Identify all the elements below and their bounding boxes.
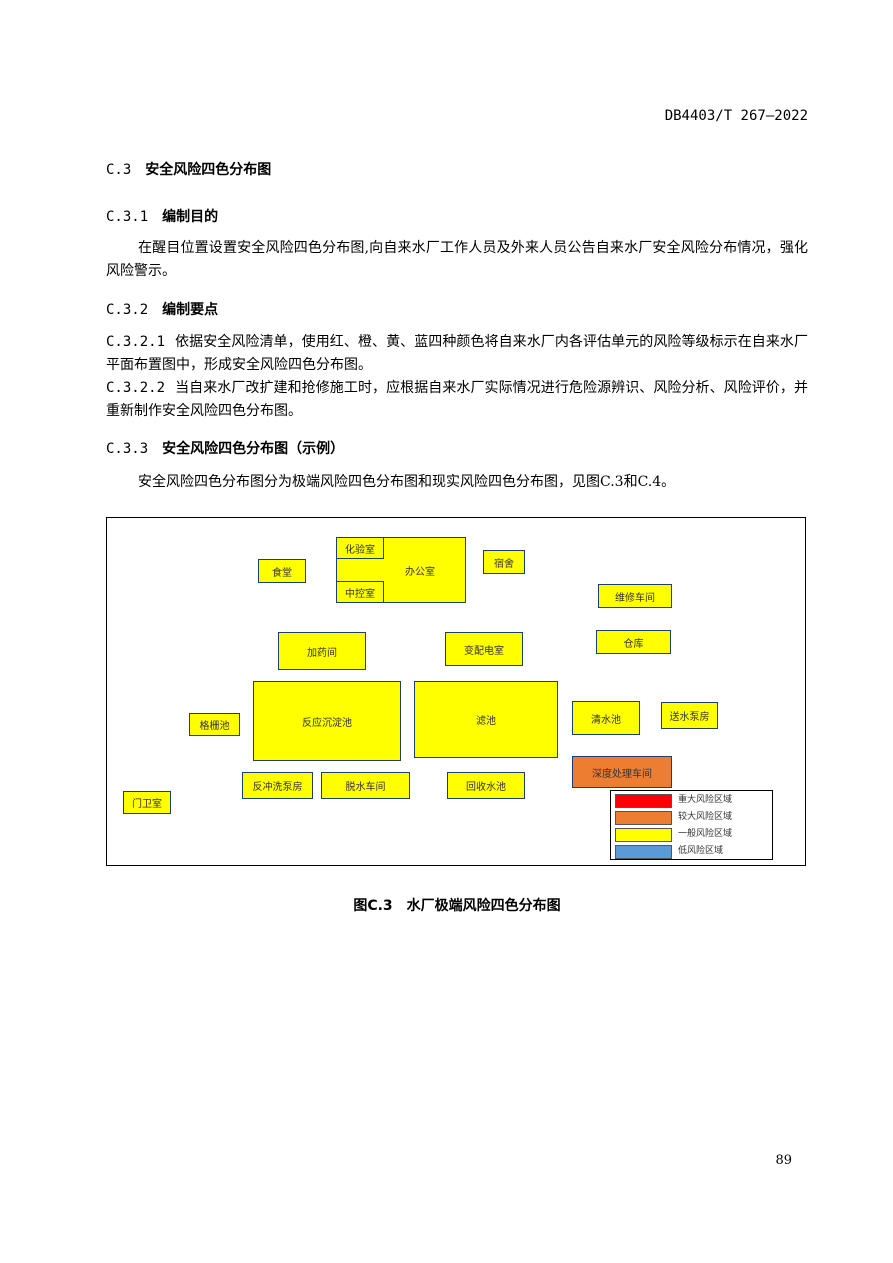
canteen-room: 食堂 xyxy=(258,559,306,583)
section-c31-heading: C.3.1 编制目的 xyxy=(106,206,218,226)
section-number: C.3.1 xyxy=(106,209,149,225)
reaction-tank: 反应沉淀池 xyxy=(253,681,401,761)
room-label: 反冲洗泵房 xyxy=(252,782,303,793)
legend-item-low: 低风险区域 xyxy=(615,845,770,859)
section-c33-heading: C.3.3 安全风险四色分布图（示例） xyxy=(106,438,344,458)
backwash-pumphouse: 反冲洗泵房 xyxy=(242,772,313,799)
section-c32-heading: C.3.2 编制要点 xyxy=(106,299,218,319)
room-label: 食堂 xyxy=(272,567,292,579)
risk-legend: 重大风险区域 较大风险区域 一般风险区域 低风险区域 xyxy=(610,790,773,860)
lab-room: 化验室 xyxy=(336,537,384,559)
section-number: C.3 xyxy=(106,162,132,178)
pumphouse-room: 送水泵房 xyxy=(661,702,718,729)
room-label: 宿舍 xyxy=(494,558,514,570)
figure-caption: 图C.3 水厂极端风险四色分布图 xyxy=(353,898,561,914)
dorm-room: 宿舍 xyxy=(483,550,525,574)
room-label: 仓库 xyxy=(623,638,644,650)
room-label: 反应沉淀池 xyxy=(302,717,352,729)
room-label: 回收水池 xyxy=(466,782,506,793)
deep-treatment-room: 深度处理车间 xyxy=(572,756,672,788)
control-room: 中控室 xyxy=(336,581,384,603)
room-label: 中控室 xyxy=(345,588,375,600)
gate-room: 门卫室 xyxy=(123,791,171,814)
legend-swatch xyxy=(615,828,672,842)
clause-number: C.3.2.2 xyxy=(106,380,166,396)
regulating-tank: 格栅池 xyxy=(189,713,240,736)
repair-room: 维修车间 xyxy=(598,584,672,608)
room-label: 清水池 xyxy=(591,714,621,726)
legend-item-major: 重大风险区域 xyxy=(615,794,770,808)
recycle-tank: 回收水池 xyxy=(447,772,525,799)
paragraph-c33: 安全风险四色分布图分为极端风险四色分布图和现实风险四色分布图，见图C.3和C.4… xyxy=(138,474,676,490)
document-code: DB4403/T 267—2022 xyxy=(664,108,808,124)
clearwater-tank: 清水池 xyxy=(572,701,640,735)
legend-item-general: 一般风险区域 xyxy=(615,828,770,842)
page-number: 89 xyxy=(775,1153,792,1168)
clause-number: C.3.2.1 xyxy=(106,334,166,350)
section-number: C.3.2 xyxy=(106,302,149,318)
room-label: 化验室 xyxy=(345,544,375,556)
room-label: 深度处理车间 xyxy=(592,768,652,780)
room-label: 送水泵房 xyxy=(669,712,710,723)
section-title: 安全风险四色分布图 xyxy=(145,162,272,178)
room-label: 加药间 xyxy=(307,647,337,659)
room-label: 格栅池 xyxy=(199,721,230,732)
legend-label: 一般风险区域 xyxy=(678,829,733,839)
legend-item-significant: 较大风险区域 xyxy=(615,811,770,825)
room-label: 维修车间 xyxy=(615,592,655,604)
filter-tank: 滤池 xyxy=(414,681,558,758)
paragraph-c31: 在醒目位置设置安全风险四色分布图,向自来水厂工作人员及外来人员公告自来水厂安全风… xyxy=(106,240,808,279)
dewater-room: 脱水车间 xyxy=(321,772,410,799)
clause-text: 当自来水厂改扩建和抢修施工时，应根据自来水厂实际情况进行危险源辨识、风险分析、风… xyxy=(106,380,808,419)
warehouse-room: 仓库 xyxy=(596,630,671,654)
section-title: 安全风险四色分布图（示例） xyxy=(162,441,345,457)
room-label: 滤池 xyxy=(476,716,496,727)
legend-swatch xyxy=(615,794,672,808)
section-number: C.3.3 xyxy=(106,441,149,457)
risk-distribution-map: 办公室 化验室 中控室 食堂 宿舍 维修车间 仓库 加药间 变配电室 反应沉淀池… xyxy=(106,517,806,866)
legend-label: 低风险区域 xyxy=(678,846,724,856)
legend-label: 重大风险区域 xyxy=(678,795,733,805)
section-title: 编制要点 xyxy=(162,302,219,318)
room-label: 变配电室 xyxy=(464,645,504,657)
substation-room: 变配电室 xyxy=(445,632,523,666)
dosing-room: 加药间 xyxy=(278,632,366,670)
section-c3-heading: C.3 安全风险四色分布图 xyxy=(106,159,271,179)
clause-text: 依据安全风险清单，使用红、橙、黄、蓝四种颜色将自来水厂内各评估单元的风险等级标示… xyxy=(106,334,808,373)
legend-label: 较大风险区域 xyxy=(678,812,733,822)
legend-swatch xyxy=(615,811,672,825)
section-title: 编制目的 xyxy=(162,209,219,225)
room-label: 脱水车间 xyxy=(345,782,386,793)
legend-swatch xyxy=(615,845,672,859)
room-label: 办公室 xyxy=(405,566,435,578)
room-label: 门卫室 xyxy=(132,799,162,810)
